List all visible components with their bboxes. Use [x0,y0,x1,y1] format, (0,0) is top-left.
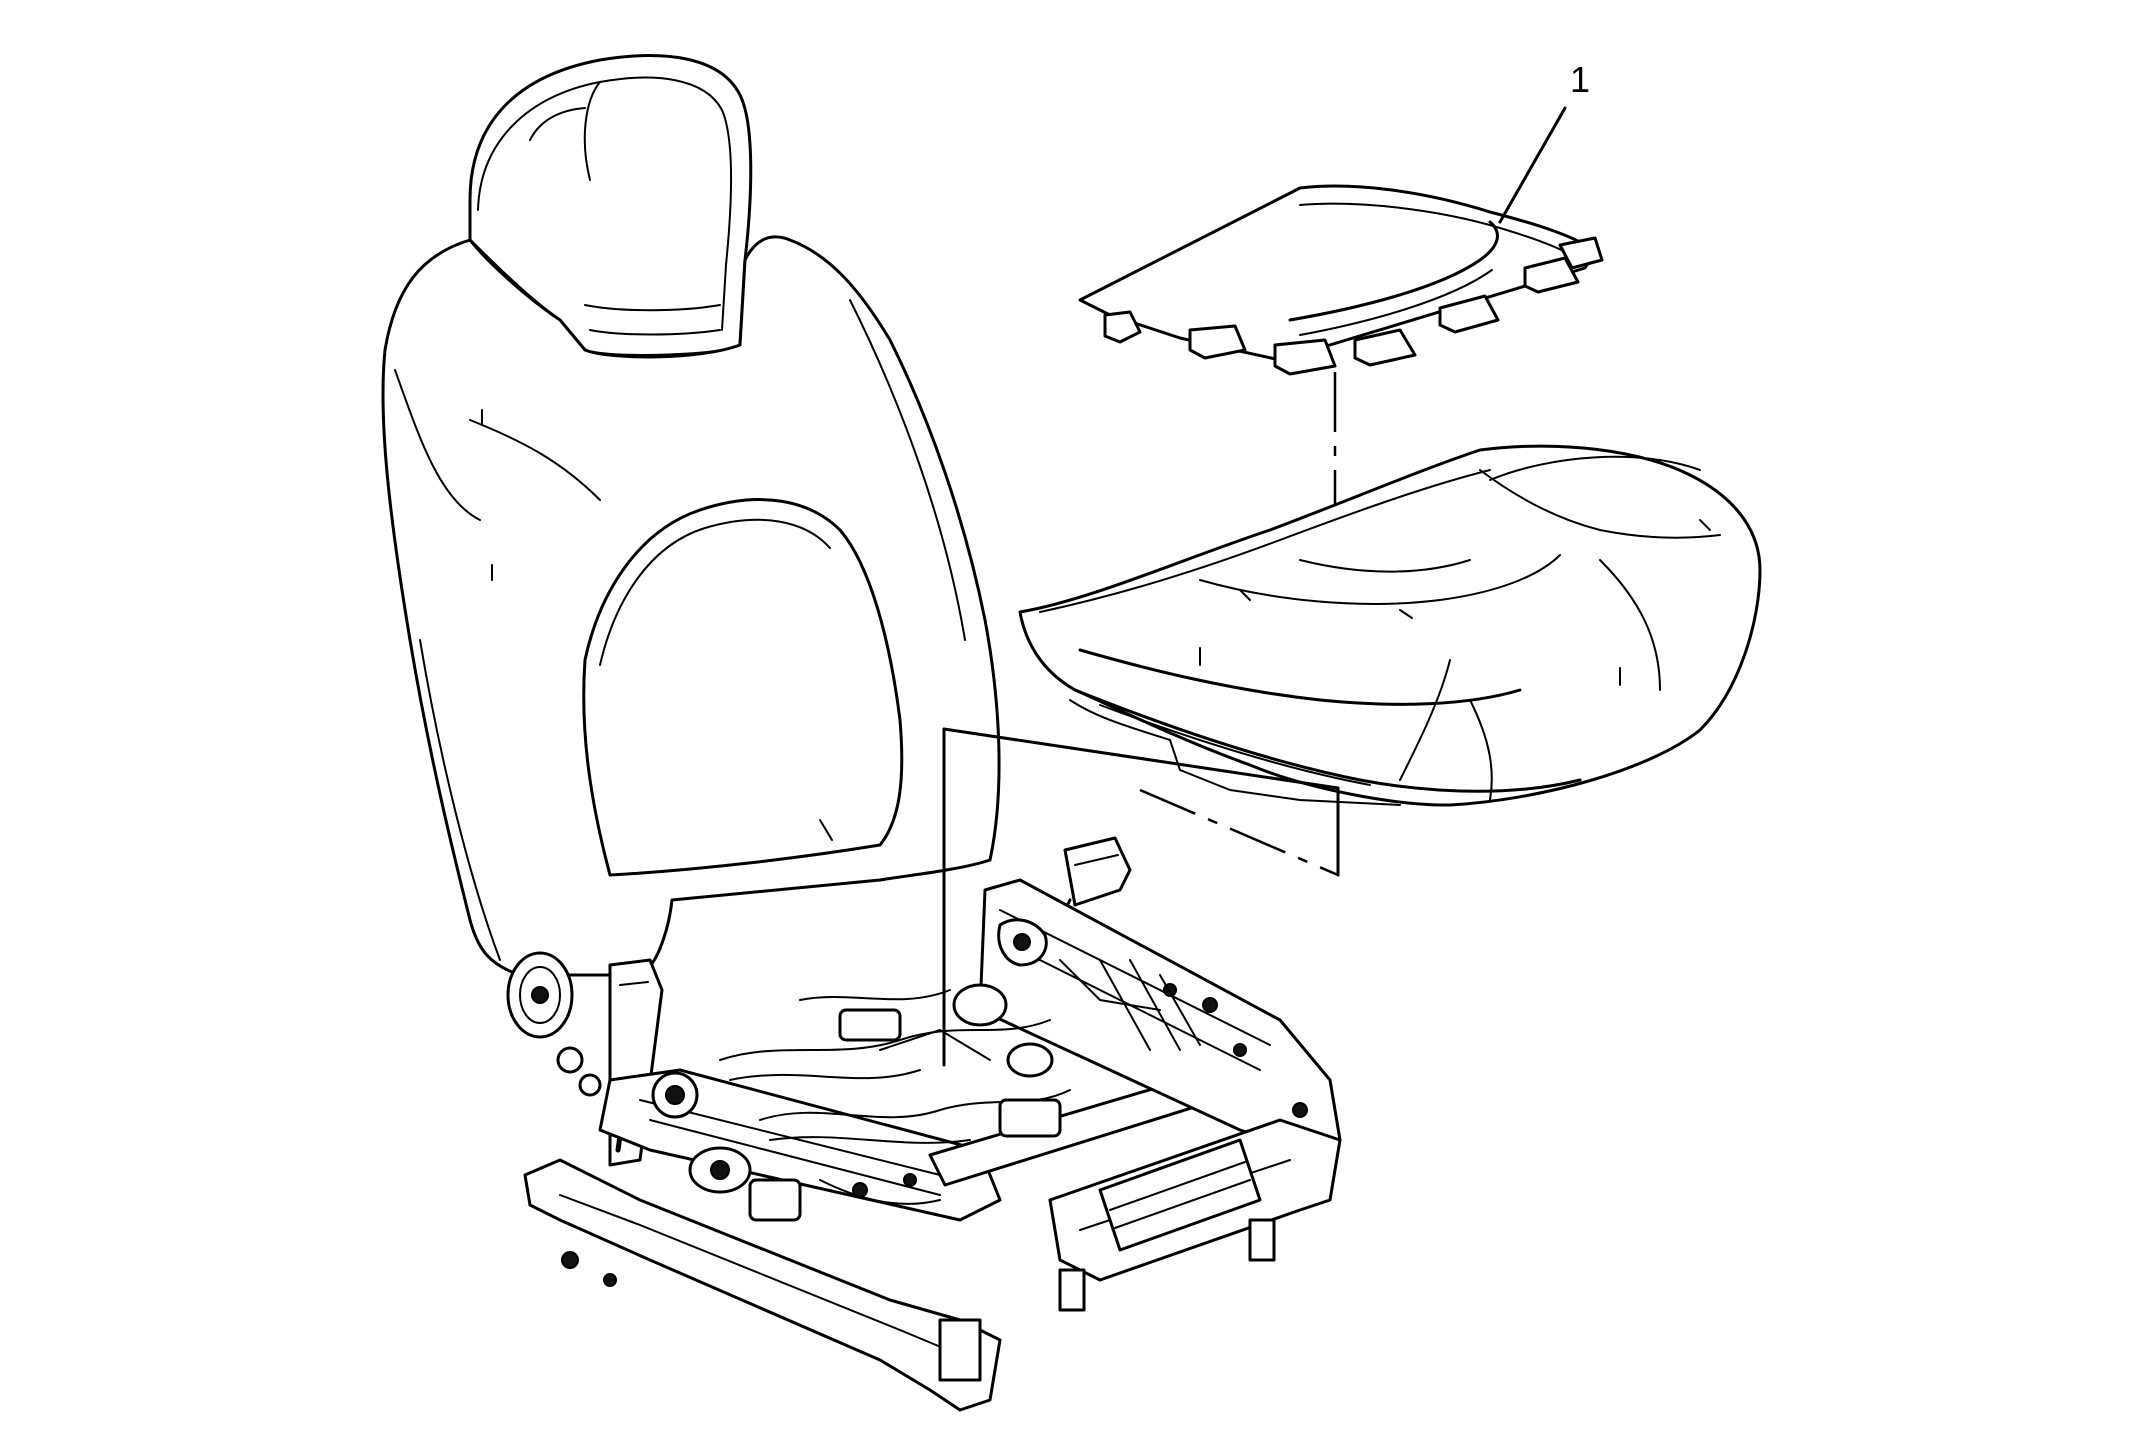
callout-1-leader [1498,106,1567,224]
seat-cushion-pan [1078,184,1604,376]
seat-frame [523,878,1342,1412]
seat-cushion [1018,444,1762,807]
callout-1-label: 1 [1570,59,1590,100]
seat-back [381,54,1001,977]
seat-back-shell [381,235,1001,977]
recliner-mechanism [506,951,602,1097]
alignment-bracket [942,727,1340,1067]
cushion-pan-clips [1103,236,1604,376]
